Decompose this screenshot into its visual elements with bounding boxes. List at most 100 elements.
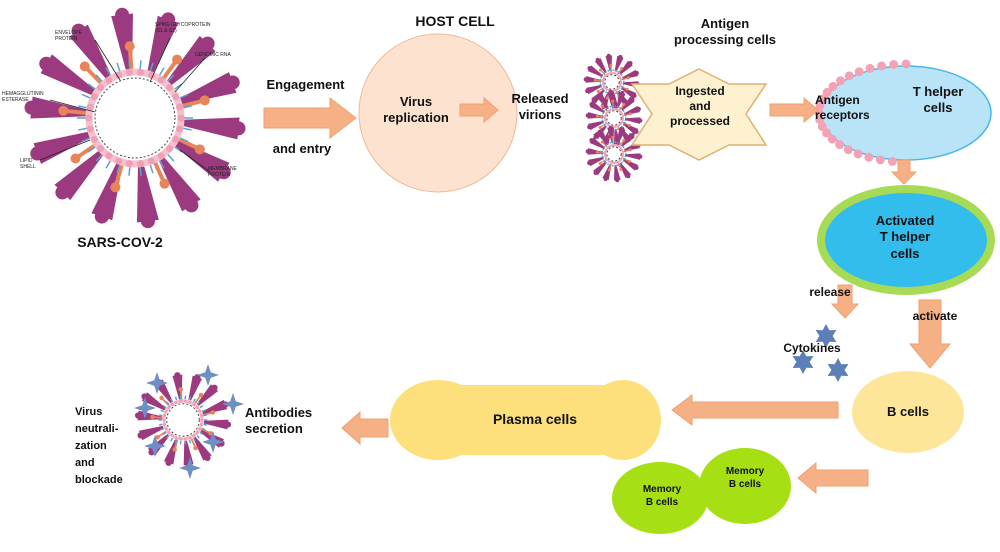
pointer-line xyxy=(94,39,121,81)
membrane-protein xyxy=(627,123,631,127)
plasma-cells-shape xyxy=(390,380,661,460)
membrane-protein xyxy=(609,63,613,67)
arrow-activate xyxy=(908,299,952,369)
pointer-line xyxy=(174,57,206,93)
membrane-protein xyxy=(210,410,216,415)
membrane-protein xyxy=(619,167,623,171)
plasma-cells-label: Plasma cells xyxy=(492,411,578,427)
antibody-star xyxy=(197,364,219,386)
spike-glycoprotein xyxy=(614,164,621,181)
spike-glycoprotein xyxy=(589,101,606,114)
spike-glycoprotein xyxy=(183,440,194,466)
virus-label-membrane: MEMBRANE PROTEIN xyxy=(208,166,237,178)
virus-label-genomic: GENOMIC RNA xyxy=(195,52,231,58)
spike-glycoprotein xyxy=(33,131,91,164)
membrane-protein xyxy=(626,76,630,80)
entry-label: and entry xyxy=(272,141,332,156)
spike-glycoprotein xyxy=(624,105,640,116)
spike-glycoprotein xyxy=(138,425,164,441)
cytokine-stars xyxy=(792,324,849,382)
membrane-protein xyxy=(70,153,81,164)
antibody-star xyxy=(202,431,224,453)
memory-b-cells-label-1: Memory B cells xyxy=(642,484,682,508)
genomic-rna xyxy=(94,77,176,159)
pointer-line xyxy=(49,99,96,113)
activated-t-helper-shape xyxy=(817,185,995,295)
spike-glycoprotein xyxy=(602,164,612,181)
spike-glycoprotein xyxy=(179,72,237,105)
activated-t-helper-label: Activated T helper cells xyxy=(875,213,935,261)
virus-label-envelope: ENVELOPE PROTEIN xyxy=(55,30,82,42)
membrane-protein xyxy=(58,105,69,116)
antigen-processing-star xyxy=(630,68,768,161)
spike-glycoprotein xyxy=(193,436,212,461)
spike-glycoprotein xyxy=(622,122,639,135)
spike-glycoprotein xyxy=(141,392,166,411)
antigen-receptors-label: Antigen receptors xyxy=(815,93,870,122)
released-virions-illustration xyxy=(583,53,643,183)
virus-title: SARS-COV-2 xyxy=(77,234,163,250)
engagement-label: Engagement xyxy=(266,77,345,92)
spike-glycoprotein xyxy=(147,15,179,74)
apc-star-text: Ingested and processed xyxy=(669,84,731,128)
membrane-protein xyxy=(124,41,135,52)
arrow-to-activated xyxy=(890,159,918,185)
spike-glycoprotein xyxy=(69,24,112,80)
membrane-protein xyxy=(198,392,204,398)
membrane-protein xyxy=(110,182,121,193)
pointer-line xyxy=(39,139,91,161)
antigen-receptor-bumps xyxy=(814,59,911,166)
virus-label-spike: SPIKE GLYCOPROTEIN (S1 & S2) xyxy=(155,22,211,34)
virus-replication-label: Virus replication xyxy=(383,94,449,126)
membrane-protein xyxy=(194,144,205,155)
membrane-protein xyxy=(628,112,632,116)
cytokines-label: Cytokines xyxy=(783,341,841,355)
release-label: release xyxy=(809,285,851,299)
antibody-star xyxy=(179,457,201,479)
spike-glycoprotein xyxy=(616,127,626,144)
arrow-to-t-helper xyxy=(769,96,819,124)
spike-glycoprotein xyxy=(622,158,639,171)
membrane-protein xyxy=(208,431,213,436)
spike-glycoprotein xyxy=(588,120,604,131)
membrane-protein xyxy=(622,138,626,142)
spike-glycoprotein xyxy=(172,374,183,400)
spike-glycoprotein xyxy=(136,165,159,223)
membrane-protein xyxy=(596,89,600,93)
arrow-release xyxy=(830,284,860,319)
membrane-protein xyxy=(193,445,198,451)
host-cell-title: HOST CELL xyxy=(415,13,495,29)
membrane-protein xyxy=(622,102,626,106)
spike-glycoprotein xyxy=(202,399,228,415)
membrane-protein xyxy=(595,150,599,154)
antibody-star xyxy=(146,372,168,394)
membrane-protein xyxy=(593,78,597,82)
arrow-b-to-plasma xyxy=(671,394,839,426)
antibody-star xyxy=(134,397,156,419)
b-cells-shape xyxy=(852,371,964,453)
genomic-rna xyxy=(604,74,620,90)
antibody-star xyxy=(144,435,166,457)
membrane-protein xyxy=(159,395,164,401)
spike-glycoprotein xyxy=(624,117,641,124)
membrane-protein xyxy=(598,125,602,129)
membrane-protein xyxy=(620,66,624,70)
pointer-line xyxy=(149,37,171,83)
virus-label-hemagglutinin: HEMAGGLUTININ ESTERASE xyxy=(2,91,44,103)
spike-glycoprotein xyxy=(111,13,134,71)
membrane-protein xyxy=(598,68,602,72)
cytokine-star xyxy=(827,358,849,382)
b-cells-label: B cells xyxy=(887,404,929,419)
spike-glycoprotein xyxy=(182,117,240,140)
spike-glycoprotein xyxy=(587,65,604,78)
spike-glycoprotein xyxy=(40,54,96,96)
antibodies-secretion-label: Antibodies secretion xyxy=(245,405,313,437)
neutralized-virus-illustration xyxy=(134,364,244,479)
spike-glycoprotein xyxy=(203,419,229,430)
spike-glycoprotein xyxy=(614,55,624,72)
arrow-engagement xyxy=(263,96,357,140)
cytokine-star xyxy=(815,324,837,348)
arrow-b-to-memory xyxy=(797,461,869,495)
genomic-rna xyxy=(606,146,622,162)
